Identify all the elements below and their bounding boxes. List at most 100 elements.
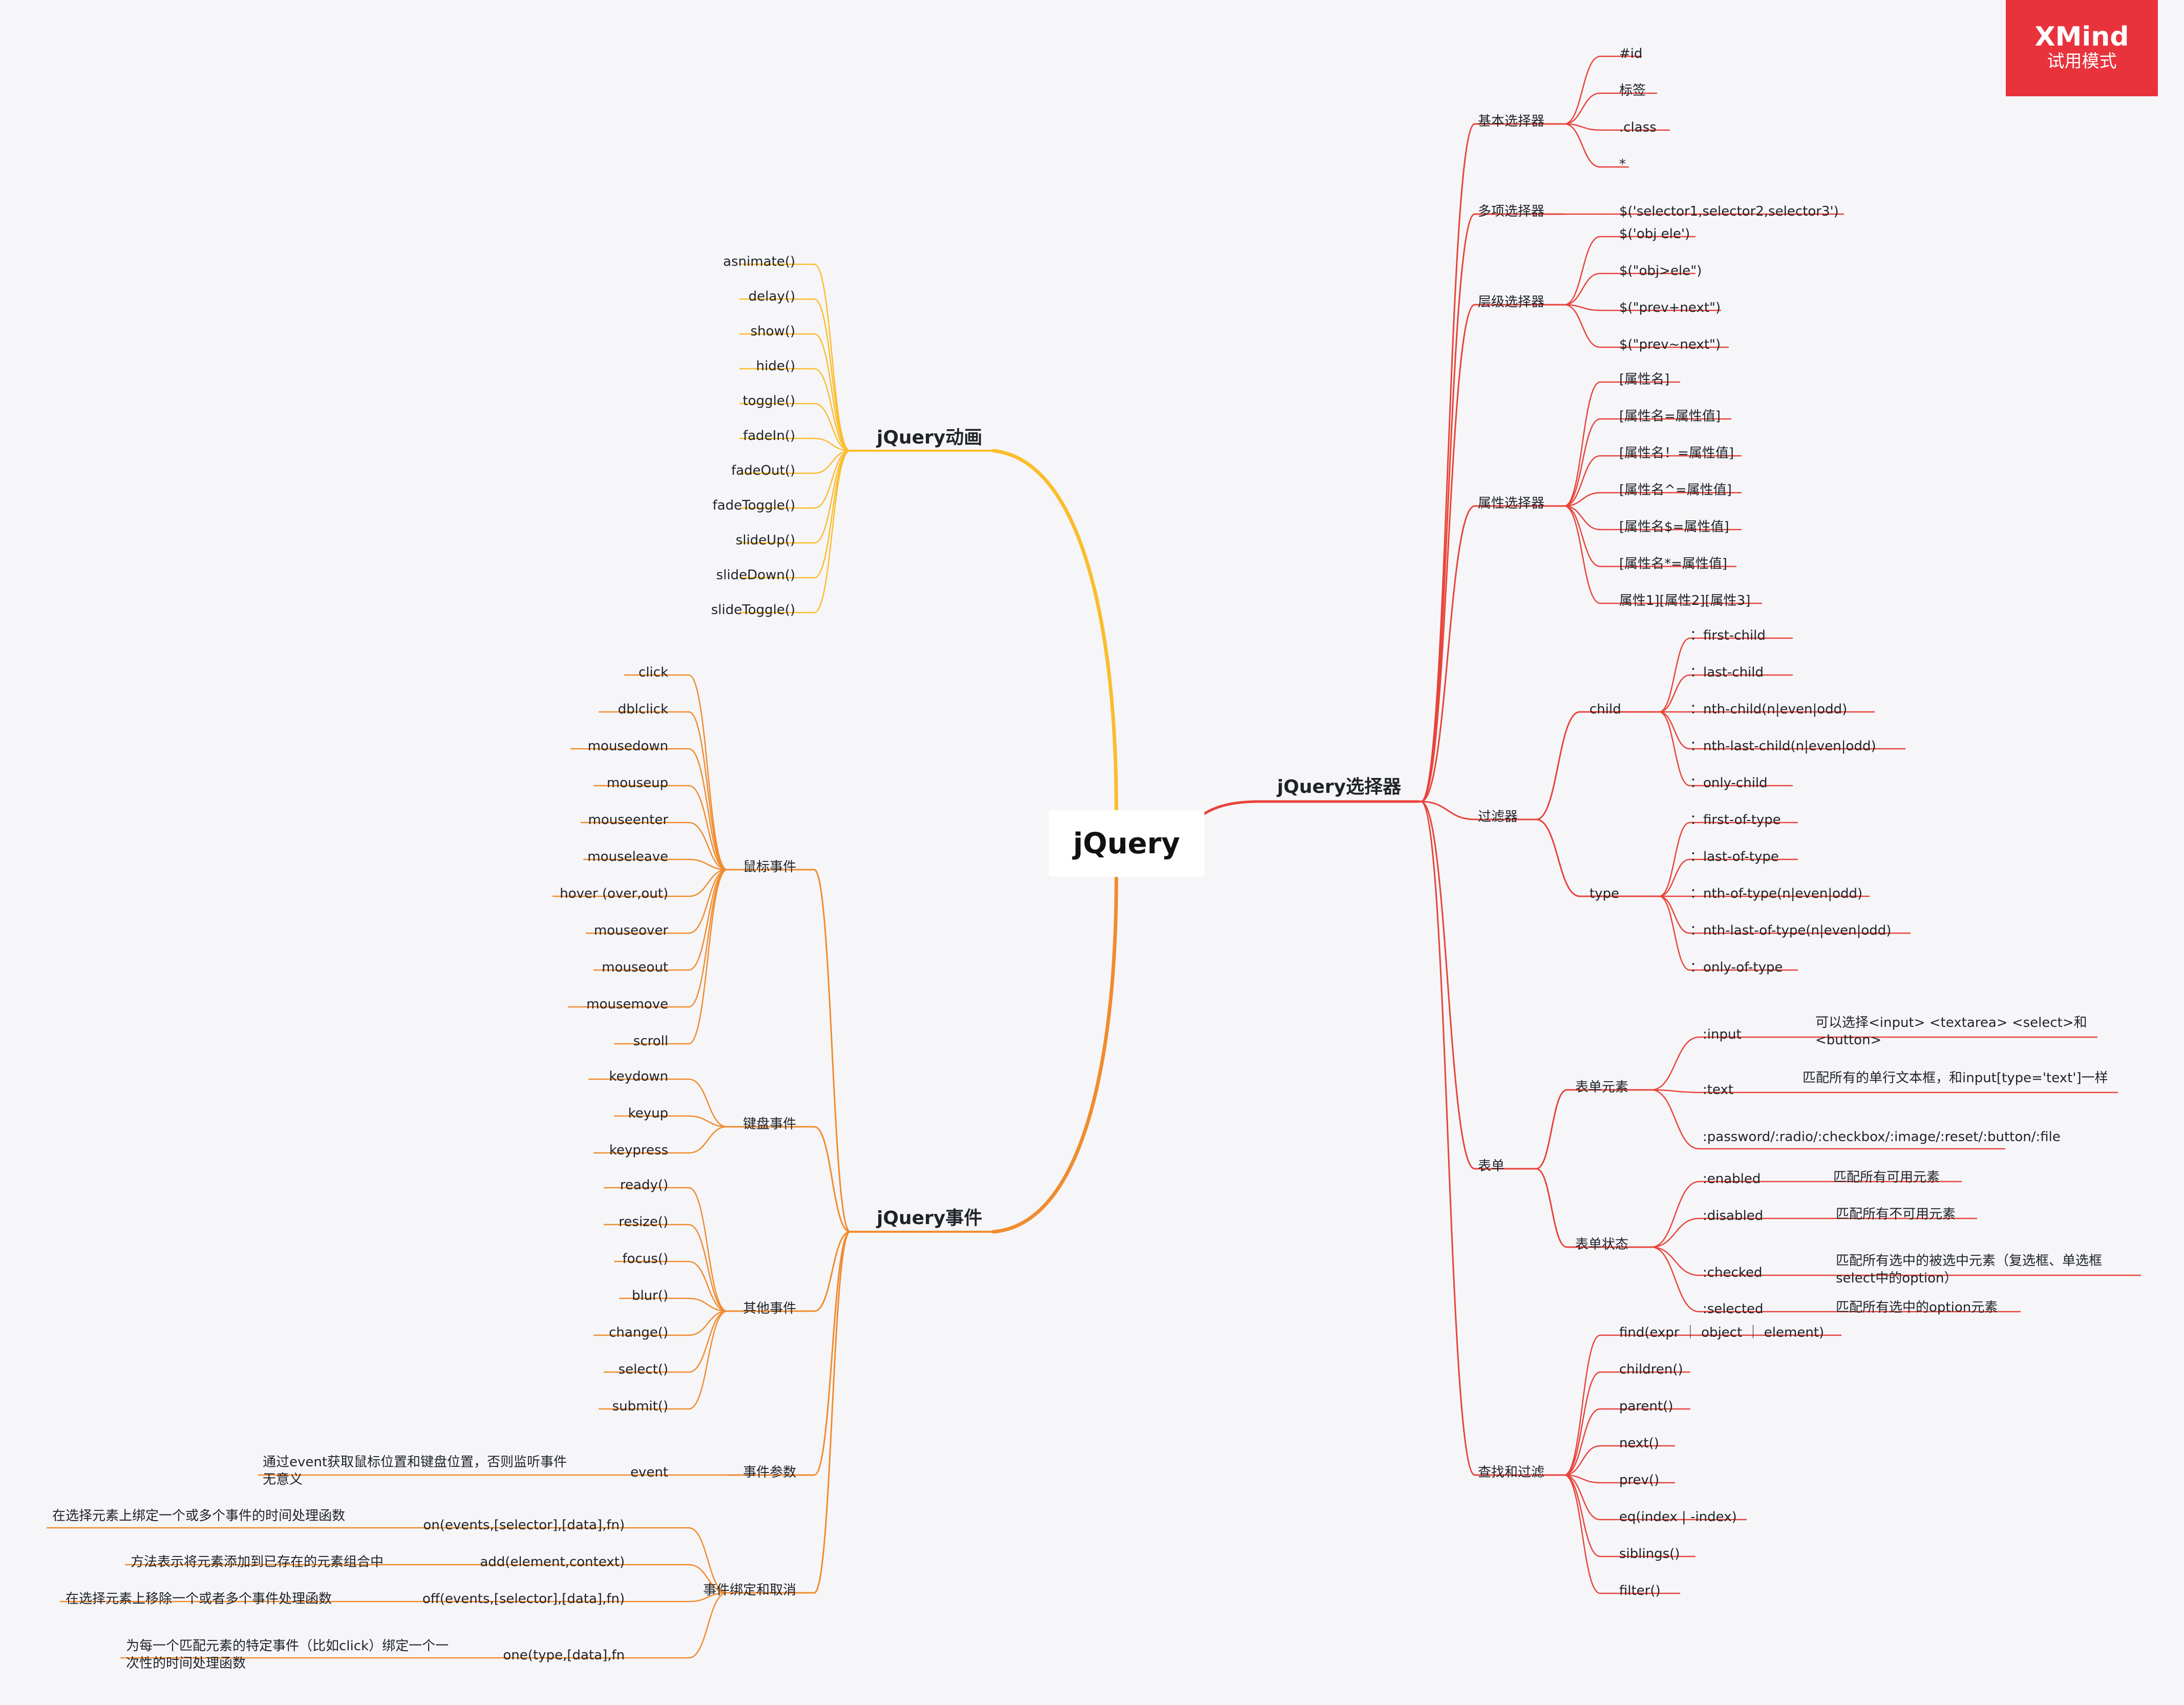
form-sub-0-label[interactable]: 表单元素 [1575,1080,1629,1095]
selector-3-item-0[interactable]: [属性名] [1619,372,1670,387]
filter-0-item-3[interactable]: ：nth-last-child(n|even|odd) [1690,739,1876,754]
events-2-item-4[interactable]: change() [609,1325,668,1340]
root-topic[interactable]: jQuery [1049,810,1204,877]
form-sub-1-label[interactable]: 表单状态 [1575,1237,1629,1252]
form-1-item-0-desc[interactable]: 匹配所有可用元素 [1833,1170,1940,1185]
selector-0-item-1[interactable]: 标签 [1619,83,1646,98]
selector-2-item-1[interactable]: $("obj>ele") [1619,263,1702,279]
events-1-item-0[interactable]: keydown [609,1069,668,1084]
form-0-item-1-name[interactable]: :text [1703,1082,1734,1098]
anim-item-2[interactable]: show() [750,324,795,339]
form-0-item-2-name[interactable]: :password/:radio/:checkbox/:image/:reset… [1703,1129,2061,1145]
events-2-item-0[interactable]: ready() [620,1177,668,1193]
anim-item-3[interactable]: hide() [756,359,796,374]
events-0-item-0[interactable]: click [638,665,668,680]
bind-item-0-name[interactable]: on(events,[selector],[data],fn) [423,1518,625,1533]
selector-2-item-3[interactable]: $("prev~next") [1619,337,1721,352]
selector-0-item-2[interactable]: .class [1619,120,1657,135]
events-0-item-5[interactable]: mouseleave [587,849,668,865]
selector-6-item-3[interactable]: next() [1619,1436,1659,1451]
events-2-item-5[interactable]: select() [618,1362,668,1377]
selector-3-item-3[interactable]: [属性名^=属性值] [1619,482,1732,498]
form-0-item-0-desc[interactable]: 可以选择<input> <textarea> <select>和<button> [1815,1015,2087,1048]
anim-item-5[interactable]: fadeIn() [743,428,795,444]
filter-1-item-3[interactable]: ：nth-last-of-type(n|even|odd) [1690,923,1892,938]
events-1-item-1[interactable]: keyup [628,1106,669,1121]
bind-item-2-desc[interactable]: 在选择元素上移除一个或者多个事件处理函数 [66,1591,332,1607]
anim-item-4[interactable]: toggle() [743,393,795,409]
selector-1-item-0[interactable]: $('selector1,selector2,selector3') [1619,204,1839,219]
events-group-4-label[interactable]: 事件绑定和取消 [703,1583,796,1598]
anim-item-0[interactable]: asnimate() [723,254,795,269]
anim-item-10[interactable]: slideToggle() [711,602,795,618]
events-0-item-4[interactable]: mouseenter [588,812,668,828]
selector-group-3-label[interactable]: 属性选择器 [1478,496,1545,511]
selector-6-item-0[interactable]: find(expr ｜ object ｜ element) [1619,1325,1825,1340]
selector-group-6-label[interactable]: 查找和过滤 [1478,1465,1545,1480]
events-0-item-10[interactable]: scroll [633,1034,668,1049]
filter-0-item-0[interactable]: ：first-child [1690,628,1766,643]
anim-item-9[interactable]: slideDown() [716,567,795,583]
selector-group-4-label[interactable]: 过滤器 [1478,809,1518,825]
selector-3-item-6[interactable]: 属性1][属性2][属性3] [1619,593,1751,608]
events-0-item-6[interactable]: hover (over,out) [560,886,668,901]
form-0-item-0-name[interactable]: :input [1703,1027,1742,1042]
selector-group-5-label[interactable]: 表单 [1478,1159,1505,1174]
branch-events-label[interactable]: jQuery事件 [877,1208,983,1229]
selector-group-1-label[interactable]: 多项选择器 [1478,204,1545,219]
bind-item-3-desc[interactable]: 为每一个匹配元素的特定事件（比如click）绑定一个一次性的时间处理函数 [126,1638,449,1671]
events-2-item-3[interactable]: blur() [631,1288,668,1303]
form-1-item-3-desc[interactable]: 匹配所有选中的option元素 [1836,1300,1998,1315]
selector-3-item-1[interactable]: [属性名=属性值] [1619,409,1721,424]
events-1-item-2[interactable]: keypress [609,1143,668,1158]
selector-6-item-2[interactable]: parent() [1619,1399,1673,1414]
events-0-item-1[interactable]: dblclick [618,702,668,717]
form-1-item-2-name[interactable]: :checked [1703,1265,1763,1280]
filter-0-item-1[interactable]: ：last-child [1690,665,1764,680]
filter-1-item-2[interactable]: ：nth-of-type(n|even|odd) [1690,886,1863,901]
selector-3-item-4[interactable]: [属性名$=属性值] [1619,519,1729,535]
events-0-item-7[interactable]: mouseover [593,923,668,938]
events-0-item-2[interactable]: mousedown [587,739,668,754]
bind-item-2-name[interactable]: off(events,[selector],[data],fn) [422,1591,625,1607]
anim-item-8[interactable]: slideUp() [735,533,795,548]
selector-group-2-label[interactable]: 层级选择器 [1478,294,1545,310]
selector-0-item-3[interactable]: * [1619,157,1626,172]
filter-1-item-4[interactable]: ：only-of-type [1690,960,1783,975]
form-1-item-1-name[interactable]: :disabled [1703,1208,1764,1224]
anim-item-6[interactable]: fadeOut() [731,463,795,478]
events-group-1-label[interactable]: 键盘事件 [743,1117,796,1132]
selector-3-item-5[interactable]: [属性名*=属性值] [1619,556,1728,572]
form-1-item-2-desc[interactable]: 匹配所有选中的被选中元素（复选框、单选框select中的option） [1836,1253,2103,1286]
selector-group-0-label[interactable]: 基本选择器 [1478,114,1545,129]
filter-1-item-0[interactable]: ：first-of-type [1690,812,1781,828]
bind-item-0-desc[interactable]: 在选择元素上绑定一个或多个事件的时间处理函数 [52,1508,346,1524]
branch-anim-label[interactable]: jQuery动画 [877,427,983,448]
selector-6-item-4[interactable]: prev() [1619,1472,1660,1488]
event-param-name[interactable]: event [630,1465,668,1480]
anim-item-7[interactable]: fadeToggle() [712,498,795,513]
filter-0-item-2[interactable]: ：nth-child(n|even|odd) [1690,702,1848,717]
selector-6-item-1[interactable]: children() [1619,1362,1683,1377]
selector-6-item-6[interactable]: siblings() [1619,1546,1680,1562]
bind-item-1-desc[interactable]: 方法表示将元素添加到已存在的元素组合中 [131,1554,384,1570]
events-2-item-2[interactable]: focus() [622,1251,668,1267]
events-0-item-3[interactable]: mouseup [606,775,668,791]
bind-item-1-name[interactable]: add(element,context) [480,1554,625,1570]
filter-sub-1-label[interactable]: type [1589,886,1620,901]
form-0-item-1-desc[interactable]: 匹配所有的单行文本框，和input[type='text']一样 [1803,1070,2108,1086]
events-group-0-label[interactable]: 鼠标事件 [743,859,796,875]
selector-6-item-5[interactable]: eq(index | -index) [1619,1509,1737,1525]
selector-0-item-0[interactable]: #id [1619,46,1643,61]
selector-2-item-2[interactable]: $("prev+next") [1619,300,1721,315]
selector-6-item-7[interactable]: filter() [1619,1583,1661,1598]
form-1-item-3-name[interactable]: :selected [1703,1301,1764,1317]
events-0-item-9[interactable]: mousemove [586,997,668,1012]
filter-1-item-1[interactable]: ：last-of-type [1690,849,1779,865]
form-1-item-0-name[interactable]: :enabled [1703,1171,1761,1187]
filter-0-item-4[interactable]: ：only-child [1690,775,1768,791]
selector-2-item-0[interactable]: $('obj ele') [1619,226,1690,242]
bind-item-3-name[interactable]: one(type,[data],fn [503,1648,625,1663]
events-group-2-label[interactable]: 其他事件 [743,1301,796,1316]
events-0-item-8[interactable]: mouseout [602,960,668,975]
